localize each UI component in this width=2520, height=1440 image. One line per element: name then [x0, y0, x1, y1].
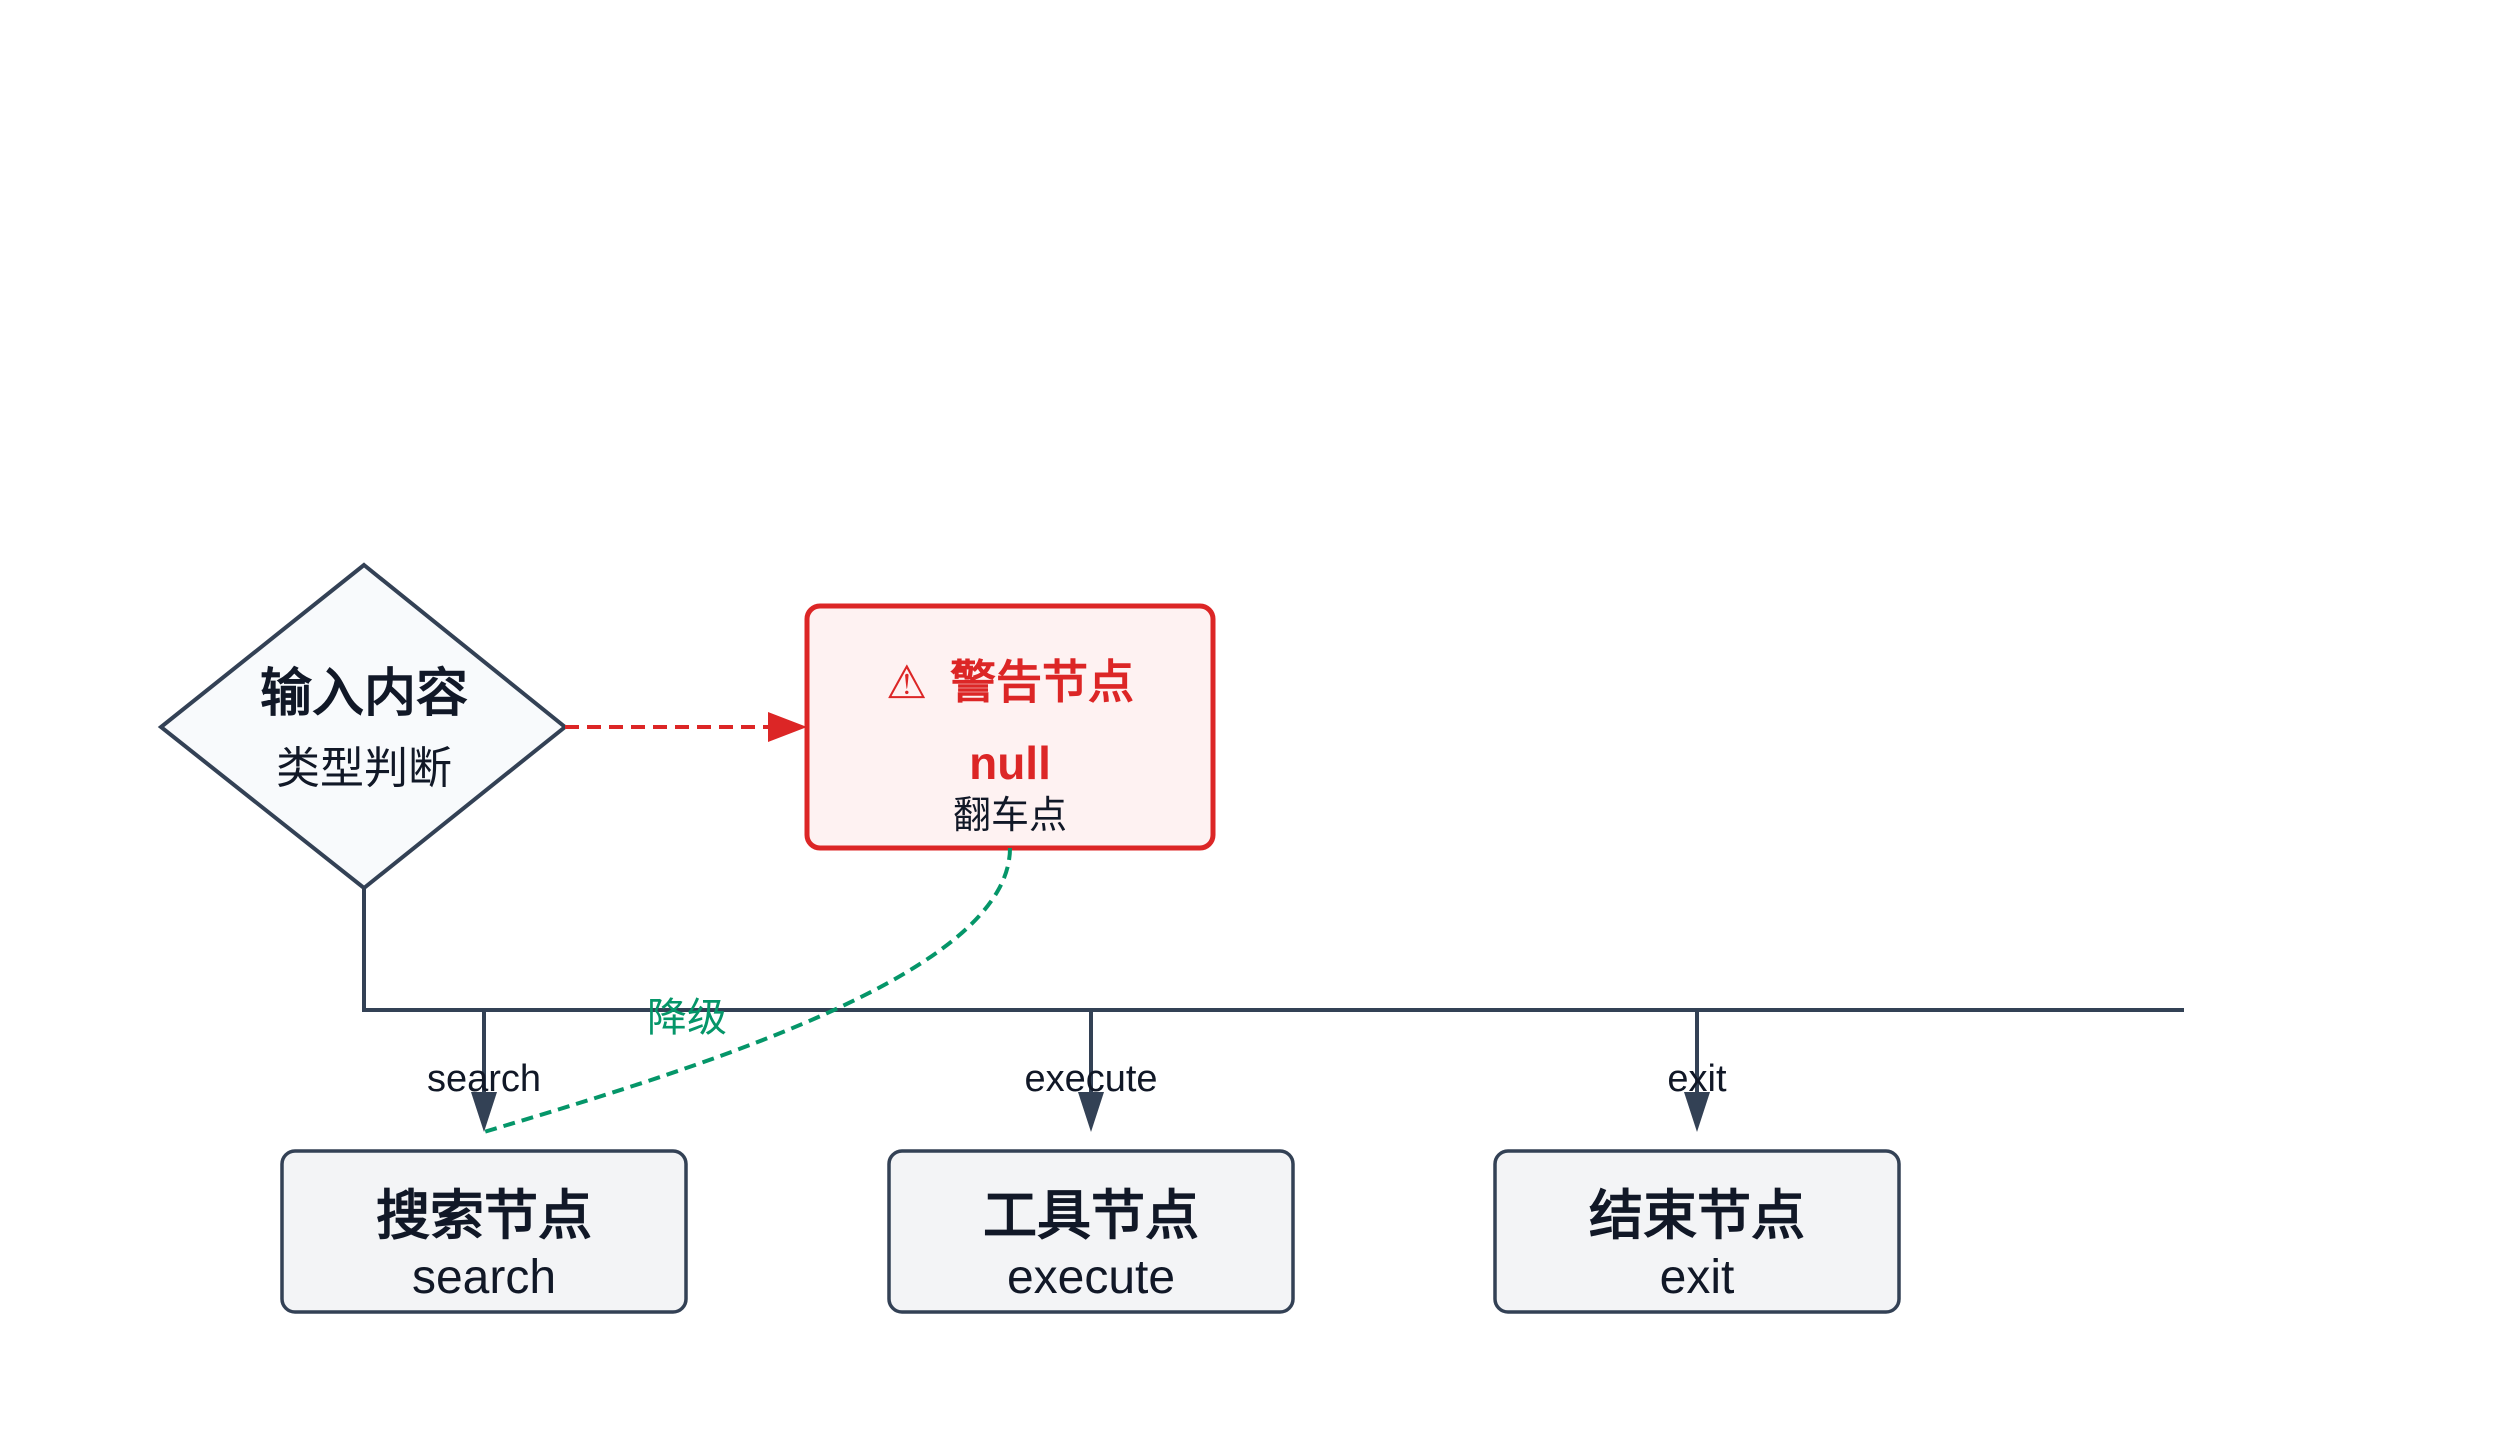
warning-title-text: 警告节点	[950, 656, 1134, 708]
branch-execute: execute	[1024, 1010, 1158, 1132]
fallback-edge: 降级	[483, 847, 1012, 1134]
warning-subtitle: 翻车点	[953, 795, 1067, 837]
node-exit-box	[1493, 1149, 1901, 1314]
node-exit: 结束节点 exit	[1493, 1149, 1901, 1314]
warning-edge	[565, 712, 807, 742]
node-exit-subtitle: exit	[1660, 1251, 1735, 1304]
warning-edge-arrowhead	[768, 712, 807, 742]
decision-title: 输入内容	[260, 665, 468, 723]
node-search-box	[280, 1149, 688, 1314]
node-execute-title: 工具节点	[983, 1186, 1199, 1246]
decision-diamond	[157, 562, 569, 891]
branch-exit-arrowhead	[1684, 1092, 1710, 1132]
branch-search: search	[427, 1010, 541, 1132]
branch-search-arrowhead	[471, 1092, 497, 1132]
fallback-edge-curve	[483, 847, 1012, 1134]
branch-execute-arrowhead	[1078, 1092, 1104, 1132]
node-search-subtitle: search	[412, 1251, 556, 1304]
node-exit-title: 结束节点	[1589, 1186, 1805, 1246]
decision-subtitle: 类型判断	[276, 744, 452, 793]
node-execute: 工具节点 execute	[887, 1149, 1295, 1314]
node-execute-box	[887, 1149, 1295, 1314]
node-search: 搜索节点 search	[280, 1149, 688, 1314]
branch-exit-label: exit	[1667, 1058, 1727, 1100]
branch-exit: exit	[1667, 1010, 1727, 1132]
node-search-title: 搜索节点	[376, 1186, 592, 1246]
warning-icon: ⚠	[886, 656, 927, 708]
branch-trunk	[362, 888, 2184, 1012]
branch-execute-label: execute	[1024, 1058, 1157, 1100]
branch-search-label: search	[427, 1058, 541, 1100]
decision-node: 输入内容 类型判断	[157, 562, 569, 891]
warning-title: ⚠ 警告节点	[886, 656, 1134, 708]
node-execute-subtitle: execute	[1007, 1251, 1175, 1304]
fallback-edge-label: 降级	[647, 996, 727, 1040]
warning-node: ⚠ 警告节点 null 翻车点	[804, 603, 1216, 851]
warning-value: null	[969, 737, 1051, 789]
